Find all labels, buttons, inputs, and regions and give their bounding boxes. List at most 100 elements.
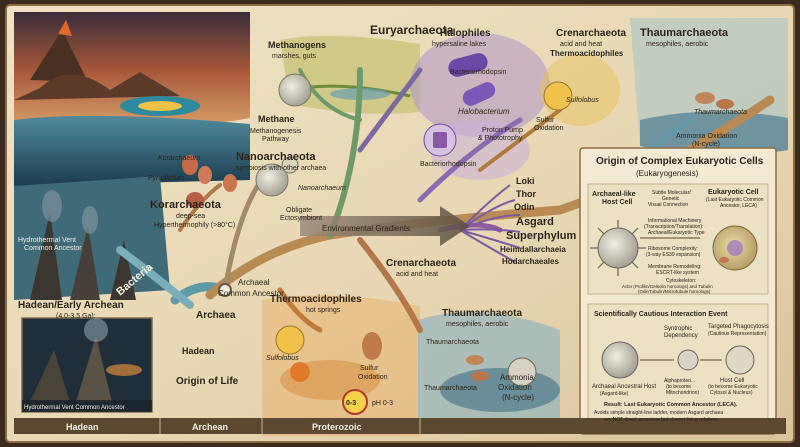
environmental-gradients-arrow <box>300 206 470 246</box>
vent-ancestor-label-2: Common Ancestor <box>24 245 82 252</box>
hodarchaeales-label: Hodarchaeales <box>502 257 559 266</box>
thaumarchaeota-bottom-label: Thaumarchaeota <box>442 308 522 319</box>
thaumarchaeota-top-species: Thaumarchaeota <box>694 109 747 116</box>
oxidation-bottom-label: Oxidation <box>358 374 388 381</box>
crenarchaeota-mid-sub: acid and heat <box>396 271 438 278</box>
superphylum-label: Superphylum <box>506 230 577 242</box>
nanoarchaeota-sub: symbiosis with other archaea <box>236 165 326 172</box>
archaeal-ancestral-host-label: Archaeal Ancestral Host <box>592 384 656 390</box>
odin-tubulin-label: (OdinTubulin/Microtubule homologs) <box>638 289 711 294</box>
not-direct-label: are NOT direct ancestors but closest liv… <box>604 417 719 423</box>
mitochondrion-label: Mitochondrion) <box>666 390 699 396</box>
thaumarchaeota-top-label: Thaumarchaeota <box>640 27 729 39</box>
ammonia-bottom-label: Ammonia <box>500 373 534 382</box>
cautious-interaction-title: Scientifically Cautious Interaction Even… <box>594 311 728 318</box>
environmental-gradients-label: Environmental Gradients <box>322 224 410 233</box>
age-label: (4.0-3.5 Ga): <box>56 313 96 320</box>
oxidation-bottom-label-2: Oxidation <box>498 383 532 392</box>
sulfolobus-top-label: Sulfolobus <box>566 97 599 104</box>
thaumarchaeota-species-1: Thaumarchaeota <box>426 339 479 346</box>
archaeal-ancestor-node <box>218 283 232 297</box>
n-cycle-bottom-label: (N-cycle) <box>502 393 534 402</box>
visual-connection-label: Visual Connection <box>648 202 688 208</box>
membrane-label: Membrane Remodeling: <box>648 264 701 270</box>
korarchaeota-label: Korarchaeota <box>150 199 222 211</box>
timeline-labels: Hadean Archean Proterozoic <box>66 422 362 432</box>
hyperthermophily-label: Hyperthermophily (>80°C) <box>154 221 235 229</box>
actin-label: Actin (Profilin/Gelsolin homologs) and T… <box>622 284 713 289</box>
informational-label: Informational Machinery <box>648 218 702 224</box>
euryarchaeota-label: Euryarchaeota <box>370 23 454 37</box>
hadean-early-archean-panel <box>21 317 153 413</box>
archaea-label: Archaea <box>196 310 236 321</box>
escrt-label: ESCRT-like system <box>656 270 699 276</box>
hydrothermal-vent-ancestor-caption: Hydrothermal Vent Common Ancestor <box>24 405 125 411</box>
eukaryote-origin-panel <box>579 147 777 435</box>
oxidation-top-label: Oxidation <box>534 125 564 132</box>
loki-label: Loki <box>516 176 535 186</box>
ammonia-oxidation-top: Ammonia Oxidation <box>676 133 737 140</box>
heimdallarchaeia-label: Heimdallarchaeia <box>500 245 566 254</box>
cytosol-label: Cytosol & Nucleus) <box>710 390 753 396</box>
thaumarchaeota-species-2: Thaumarchaeota <box>424 385 477 392</box>
asgard-label: Asgard <box>516 216 554 228</box>
pyrodictium-label: Pyrodictium <box>148 175 185 182</box>
archaeal-eukaryotic-type: Archaeal/Eukaryotic Type <box>648 230 705 236</box>
halophiles-sub: hypersaline lakes <box>432 41 487 48</box>
hot-spring-scene-bottom <box>262 295 420 436</box>
timeline-bar <box>14 418 786 434</box>
phototrophy-label: & Phototrophy <box>478 135 523 142</box>
panel-labels: Origin of Complex Eukaryotic Cells (Euka… <box>592 156 769 423</box>
ph-label: pH 0-3 <box>372 400 393 407</box>
halophiles-label: Halophiles <box>440 28 491 39</box>
genetic-label: Genetic <box>662 196 680 202</box>
host-cell-2-label: Host Cell <box>720 378 744 384</box>
bacteriorhodopsin-label-1: Bacteriorhodopsin <box>450 69 507 76</box>
ancestor-leca-label: Ancestor, LECA) <box>720 203 757 209</box>
crenarchaeota-top-sub: acid and heat <box>560 41 602 48</box>
hadean-mid-label: Hadean <box>182 346 215 356</box>
transcription-label: (Transcription/Translation): <box>644 224 703 230</box>
panel-title: Origin of Complex Eukaryotic Cells <box>596 156 764 167</box>
common-ancestor-label: Common Ancestor <box>218 289 284 298</box>
leca-abbrev-label: (Last Eukaryotic Common <box>706 197 764 203</box>
to-become-label: (to become <box>666 384 691 390</box>
organism-icons <box>182 53 734 415</box>
ph-badge: 0-3 <box>346 400 356 407</box>
hot-springs-label: hot springs <box>306 307 341 314</box>
methane-label: Methane <box>258 114 295 124</box>
halobacterium-label: Halobacterium <box>458 107 510 116</box>
cautious-representation-label: (Cautious Representation) <box>708 331 767 337</box>
sulfur-top-label: Sulfur <box>536 117 555 124</box>
origin-of-life-label: Origin of Life <box>176 376 239 387</box>
result-label: Result: Last Eukaryotic Common Ancestor … <box>604 402 738 408</box>
pathway-label: Pathway <box>262 136 289 143</box>
nanoarchaeota-label: Nanoarchaeota <box>236 151 316 163</box>
obligate-label: Obligate <box>286 207 312 214</box>
timeline-archean: Archean <box>192 422 228 432</box>
methanogens-label: Methanogens <box>268 40 326 50</box>
timeline-proterozoic: Proterozoic <box>312 422 362 432</box>
thaumarchaeota-bottom-sub: mesophiles, aerobic <box>446 321 509 328</box>
vent-ancestor-label-1: Hydrothermal Vent <box>18 237 76 244</box>
syntrophic-label: Syntrophic <box>664 326 692 332</box>
host-cell-label: Host Cell <box>602 199 632 206</box>
sulfolobus-bottom-label: Sulfolobus <box>266 355 299 362</box>
ectosymbiont-label: Ectosymbiont <box>280 215 322 222</box>
sulfur-bottom-label: Sulfur <box>360 365 379 372</box>
deep-sea-label: deep-sea <box>176 213 205 220</box>
targeted-phagocytosis-label: Targeted Phagocytosis <box>708 324 769 330</box>
avoids-label: Avoids simple straight-line ladder, mode… <box>594 410 723 416</box>
n-cycle-top: (N-cycle) <box>692 141 720 148</box>
crenarchaeota-top-label: Crenarchaeota <box>556 28 626 39</box>
hadean-landscape <box>14 12 250 186</box>
cytoskeleton-label: Cytoskeleton: <box>666 278 696 284</box>
deep-sea-vent-scene <box>14 176 170 300</box>
archaeal-like-label: Archaeal-like <box>592 191 636 198</box>
thaumarchaeota-top-sub: mesophiles, aerobic <box>646 41 709 48</box>
panel-subtitle: (Eukaryogenesis) <box>636 169 699 178</box>
ocean-scene-bottom <box>418 312 560 420</box>
bacteriorhodopsin-label-2: Bacteriorhodopsin <box>420 161 477 168</box>
